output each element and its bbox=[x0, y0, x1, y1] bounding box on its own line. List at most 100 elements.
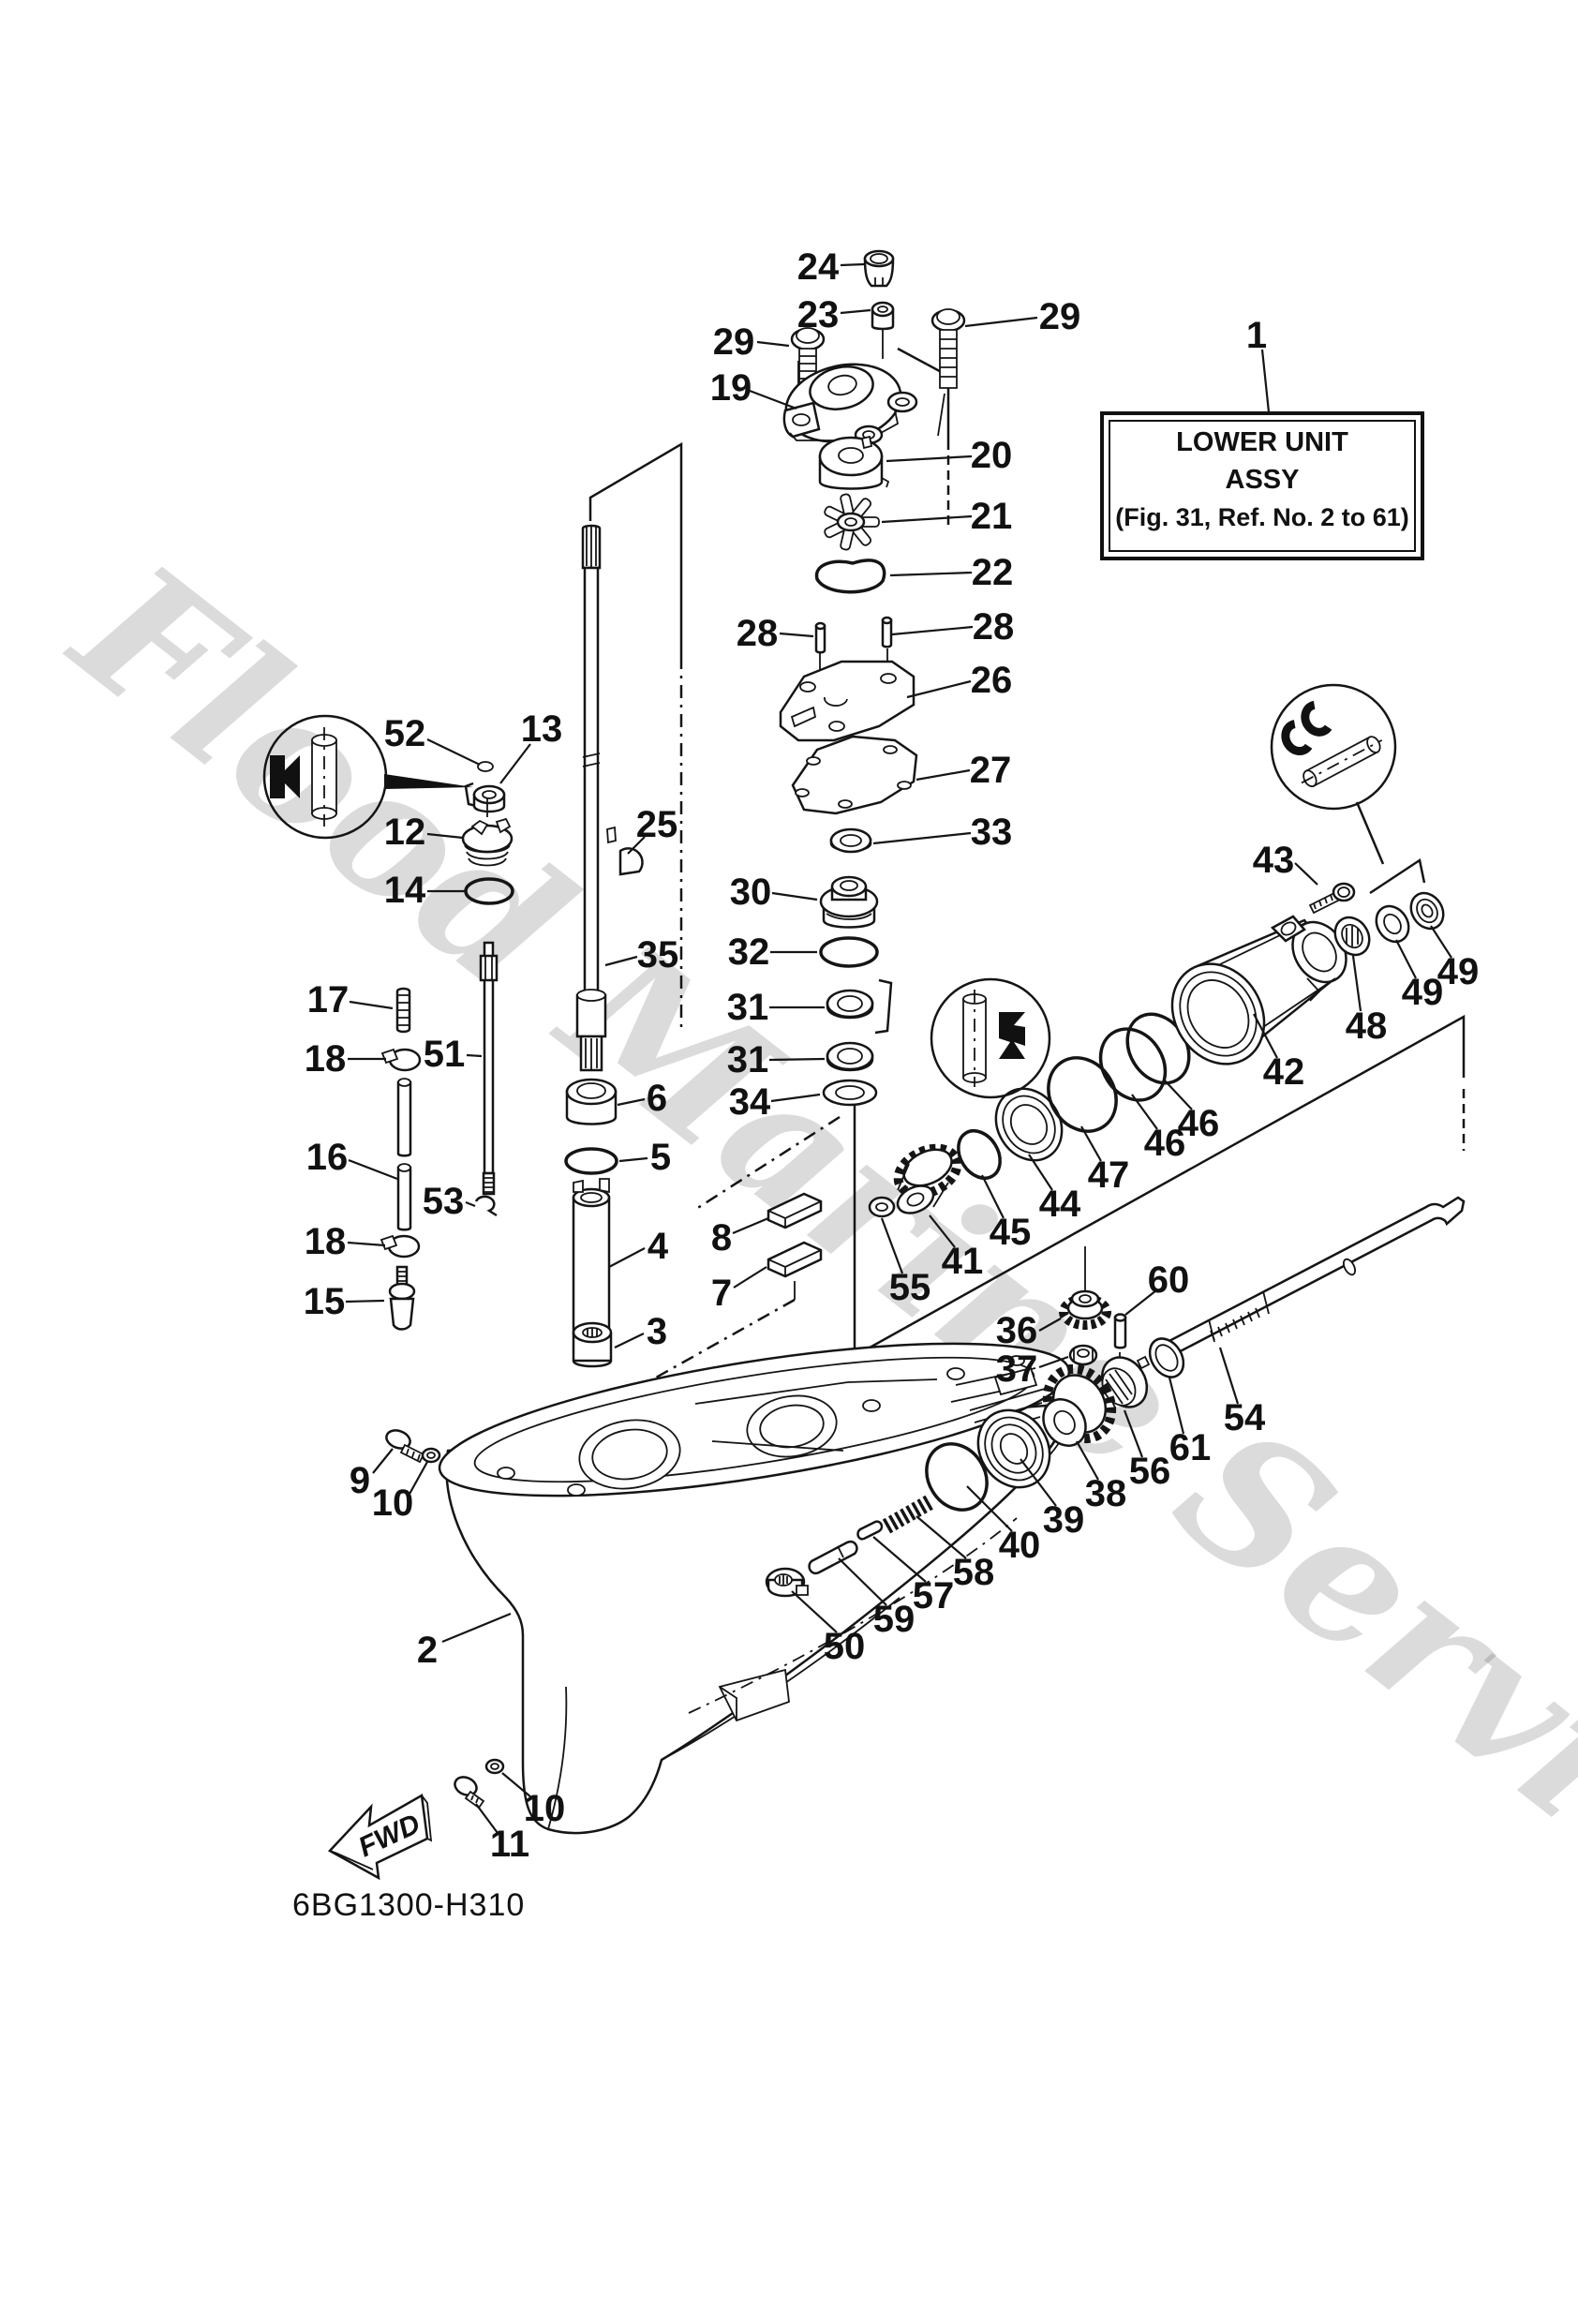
callout-number-10: 10 bbox=[524, 1788, 566, 1829]
part-bushing-13 bbox=[464, 782, 506, 813]
part-pump-housing-19 bbox=[782, 363, 918, 445]
part-bearing-31a bbox=[826, 989, 874, 1020]
callout-leader-1 bbox=[1260, 349, 1271, 413]
part-bearing-31b bbox=[826, 1041, 874, 1072]
callout-number-38: 38 bbox=[1085, 1473, 1127, 1514]
callout-number-34: 34 bbox=[729, 1081, 771, 1123]
callout-leader-50 bbox=[791, 1590, 838, 1633]
part-gear-housing-2 bbox=[438, 1342, 1073, 1835]
callout-number-29: 29 bbox=[713, 321, 755, 363]
part-clamp-18b bbox=[380, 1234, 421, 1259]
callout-leader-42 bbox=[1253, 1013, 1278, 1059]
label-line1: LOWER UNIT bbox=[1176, 427, 1348, 457]
part-oil-seal-49b bbox=[1409, 891, 1445, 931]
callout-number-39: 39 bbox=[1043, 1499, 1085, 1541]
callout-leader-56 bbox=[1123, 1409, 1144, 1458]
callout-number-56: 56 bbox=[1129, 1451, 1171, 1492]
detail-circle-seal-mid bbox=[930, 977, 1051, 1099]
callout-number-47: 47 bbox=[1088, 1155, 1130, 1196]
callout-number-36: 36 bbox=[996, 1310, 1038, 1351]
callout-leader-24 bbox=[840, 262, 865, 267]
part-clutch-dog-56 bbox=[1100, 1355, 1151, 1413]
part-oring-5 bbox=[564, 1147, 618, 1175]
callout-number-22: 22 bbox=[972, 552, 1014, 593]
part-oring-52 bbox=[477, 761, 494, 772]
callout-leader-28 bbox=[779, 632, 814, 638]
part-thrust-washer-55 bbox=[868, 1196, 896, 1218]
callout-number-6: 6 bbox=[647, 1078, 667, 1119]
label-line3: (Fig. 31, Ref. No. 2 to 61) bbox=[1115, 503, 1409, 531]
callout-leader-9 bbox=[372, 1448, 394, 1474]
callout-number-59: 59 bbox=[873, 1599, 916, 1640]
callout-leader-11 bbox=[475, 1803, 499, 1834]
callout-number-9: 9 bbox=[350, 1460, 370, 1501]
callout-leader-45 bbox=[981, 1174, 1005, 1219]
callout-leader-41 bbox=[929, 1214, 956, 1248]
part-bolt-29-right bbox=[930, 308, 966, 389]
part-screw-43 bbox=[1308, 882, 1356, 915]
callout-number-58: 58 bbox=[953, 1552, 995, 1593]
part-washer-10a bbox=[421, 1447, 441, 1464]
part-washer-10b bbox=[484, 1758, 505, 1775]
part-washer-34 bbox=[822, 1079, 878, 1107]
callout-number-14: 14 bbox=[384, 870, 426, 911]
callout-leader-7 bbox=[733, 1266, 767, 1289]
callout-leader-29 bbox=[756, 340, 790, 348]
callout-leader-58 bbox=[916, 1515, 967, 1559]
callout-leader-19 bbox=[749, 389, 797, 410]
fwd-arrow: FWD bbox=[327, 1793, 433, 1881]
callout-number-57: 57 bbox=[913, 1575, 955, 1616]
part-collar-23 bbox=[871, 301, 895, 331]
callout-leader-28 bbox=[891, 625, 974, 636]
callout-number-21: 21 bbox=[971, 496, 1013, 537]
callout-leader-5 bbox=[618, 1156, 648, 1163]
callout-number-45: 45 bbox=[990, 1212, 1032, 1253]
part-bearing-carrier-42 bbox=[1170, 915, 1347, 1065]
callout-leader-17 bbox=[349, 1000, 394, 1010]
callout-leader-13 bbox=[499, 743, 531, 784]
callout-number-48: 48 bbox=[1346, 1006, 1388, 1047]
callout-leader-18 bbox=[347, 1241, 386, 1247]
callout-number-31: 31 bbox=[727, 987, 769, 1028]
callout-number-15: 15 bbox=[304, 1281, 346, 1322]
callout-number-52: 52 bbox=[384, 713, 426, 754]
part-oil-seal-49a bbox=[1375, 904, 1410, 944]
callout-number-55: 55 bbox=[889, 1267, 931, 1308]
callout-number-50: 50 bbox=[824, 1626, 866, 1667]
part-bearing-39 bbox=[976, 1408, 1051, 1489]
part-gasket-27 bbox=[791, 735, 918, 815]
part-grommet-24 bbox=[863, 249, 895, 288]
callout-number-44: 44 bbox=[1039, 1184, 1081, 1225]
part-oring-22 bbox=[814, 559, 886, 594]
part-sleeve-4 bbox=[572, 1178, 611, 1340]
part-shim-45 bbox=[957, 1129, 1002, 1180]
callout-leader-47 bbox=[1080, 1125, 1102, 1162]
callout-number-18: 18 bbox=[305, 1221, 347, 1262]
part-bushing-3 bbox=[572, 1321, 613, 1368]
callout-number-29: 29 bbox=[1039, 296, 1081, 337]
part-washer-33 bbox=[829, 827, 872, 854]
part-collar-6 bbox=[565, 1078, 618, 1125]
callout-leader-43 bbox=[1294, 862, 1318, 886]
callout-leader-8 bbox=[732, 1216, 769, 1235]
callout-number-25: 25 bbox=[636, 804, 678, 845]
callout-number-28: 28 bbox=[737, 613, 779, 654]
callout-number-1: 1 bbox=[1246, 315, 1267, 356]
callout-leader-22 bbox=[889, 571, 973, 577]
part-prop-shaft-54 bbox=[1160, 1196, 1466, 1359]
callout-leader-23 bbox=[840, 308, 871, 315]
part-slider-59 bbox=[808, 1540, 858, 1575]
part-bolt-11 bbox=[454, 1776, 485, 1810]
part-dowel-pins-28 bbox=[814, 616, 893, 654]
callout-leader-3 bbox=[614, 1333, 645, 1348]
callout-leader-39 bbox=[1020, 1458, 1057, 1507]
part-anode-15 bbox=[388, 1265, 416, 1331]
callout-leader-16 bbox=[348, 1158, 398, 1181]
callout-leader-15 bbox=[345, 1299, 385, 1304]
callout-number-40: 40 bbox=[999, 1525, 1041, 1566]
part-clip-53 bbox=[474, 1195, 498, 1217]
figure-code: 6BG1300-H310 bbox=[292, 1887, 525, 1923]
label-line2: ASSY bbox=[1226, 465, 1300, 495]
